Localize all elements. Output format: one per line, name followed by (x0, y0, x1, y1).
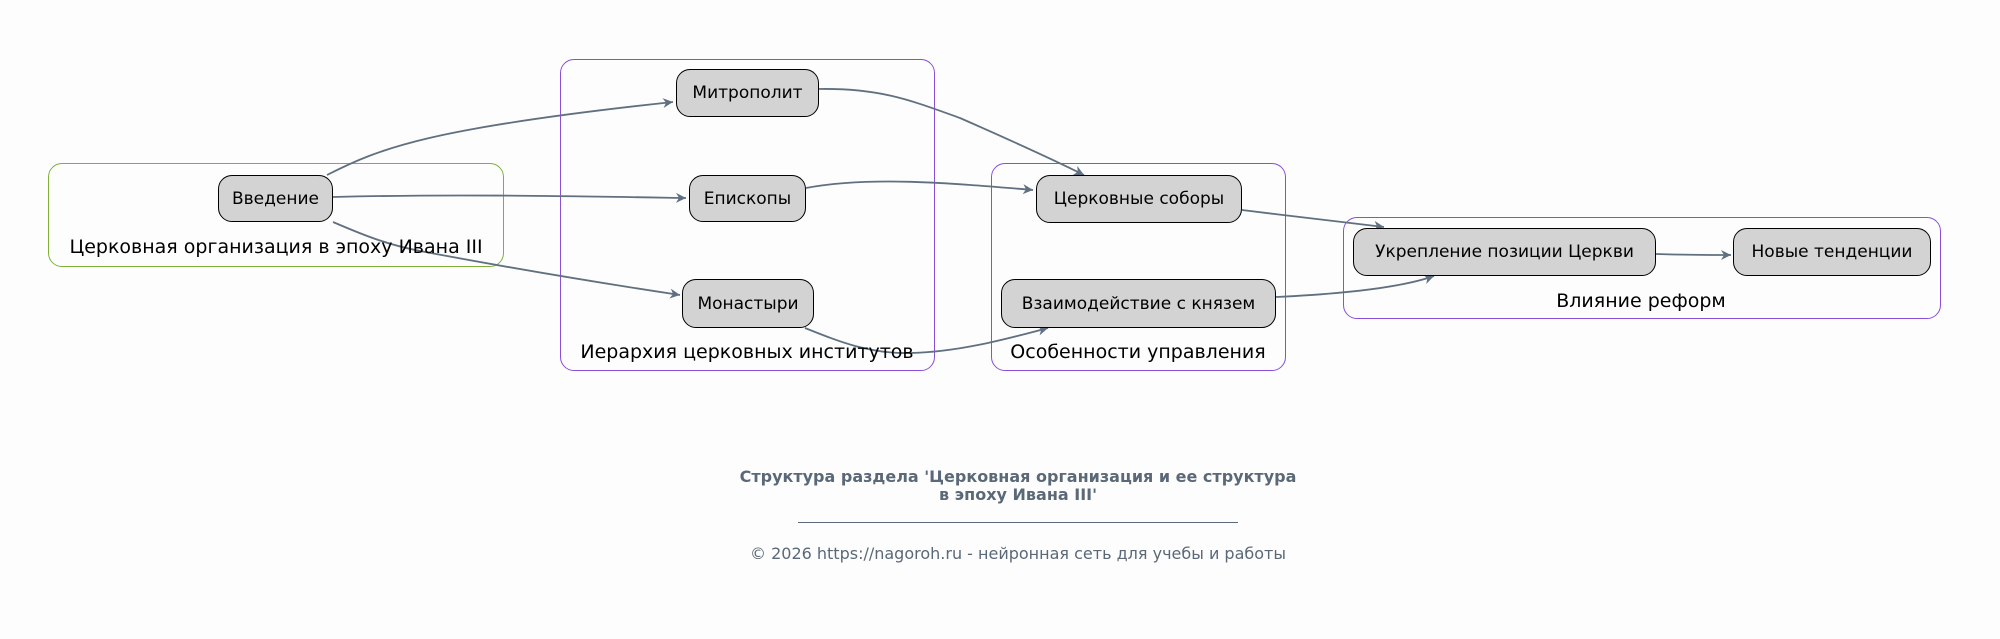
cluster-label-hierarchy: Иерархия церковных институтов (580, 341, 914, 363)
copyright: © 2026 https://nagoroh.ru - нейронная се… (749, 544, 1287, 563)
cluster-intro (48, 163, 504, 267)
edge-metropolitan-councils (818, 88, 1085, 176)
edge-intro-metropolitan (326, 98, 674, 176)
divider (798, 522, 1238, 523)
cluster-hierarchy (560, 59, 935, 371)
cluster-management (991, 163, 1286, 371)
node-monasteries[interactable]: Монастыри (682, 279, 814, 328)
cluster-label-reforms: Влияние реформ (1556, 290, 1726, 312)
node-strengthening[interactable]: Укрепление позиции Церкви (1353, 228, 1656, 276)
node-councils[interactable]: Церковные соборы (1036, 175, 1242, 223)
edge-intro-monasteries (332, 221, 681, 299)
edge-councils-strengthening (1241, 209, 1385, 231)
node-bishops[interactable]: Епископы (689, 175, 806, 222)
cluster-label-management: Особенности управления (1010, 341, 1266, 363)
node-trends[interactable]: Новые тенденции (1733, 228, 1931, 276)
cluster-label-intro: Церковная организация в эпоху Ивана III (69, 236, 483, 258)
node-prince[interactable]: Взаимодействие с князем (1001, 279, 1276, 328)
edge-strengthening-trends (1655, 249, 1732, 260)
node-metropolitan[interactable]: Митрополит (676, 69, 819, 117)
edge-prince-strengthening (1275, 274, 1435, 298)
edge-intro-bishops (332, 192, 687, 203)
cluster-reforms (1343, 217, 1941, 319)
diagram-title: Структура раздела 'Церковная организация… (739, 467, 1297, 504)
edge-monasteries-prince (804, 325, 1049, 354)
node-intro[interactable]: Введение (218, 175, 333, 222)
edge-bishops-councils (805, 180, 1034, 195)
